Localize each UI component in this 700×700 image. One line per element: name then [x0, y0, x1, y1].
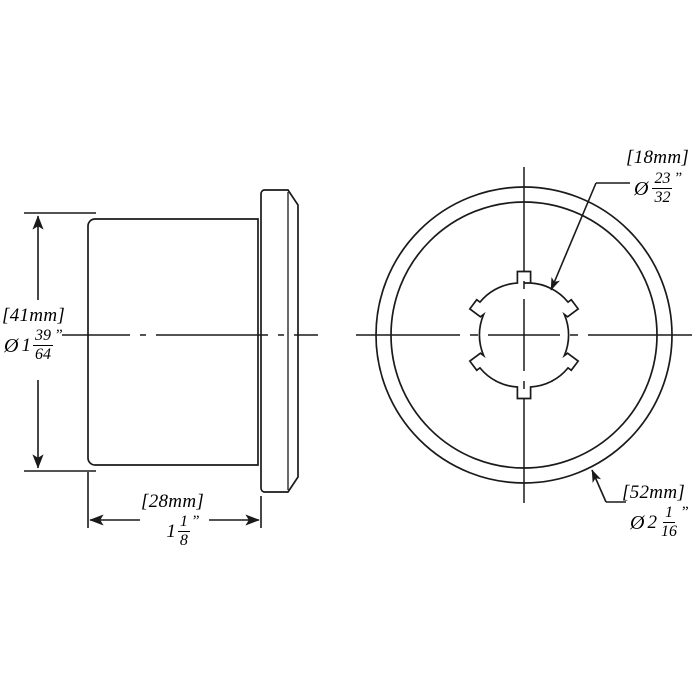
- outer-leader-line: [591, 469, 607, 503]
- width-whole-number: 1: [166, 521, 176, 542]
- width-inch-mark: ”: [192, 513, 200, 529]
- height-metric-value: [41mm]: [2, 305, 66, 326]
- outer-metric-value: [52mm]: [622, 482, 686, 503]
- outer-imperial-value: Ø 2 1 16 ”: [630, 504, 689, 540]
- outer-denominator: 16: [660, 523, 677, 540]
- height-fraction: 39 64: [32, 327, 53, 363]
- bore-denominator: 32: [654, 189, 671, 206]
- bore-leader-line: [550, 182, 597, 291]
- bore-imperial-value: Ø 23 32 ”: [634, 171, 689, 206]
- outer-dia-leader: [591, 469, 626, 503]
- body-outline: [87, 218, 259, 466]
- front-view-centerlines: [356, 167, 692, 503]
- outer-numerator: 1: [662, 504, 675, 523]
- height-dimension: [24, 212, 96, 472]
- width-imperial-value: 1 1 8 ”: [161, 514, 204, 549]
- bore-dimension-label: [18mm] Ø 23 32 ”: [626, 148, 689, 206]
- width-metric-value: [28mm]: [141, 491, 205, 512]
- height-imperial-value: Ø 1 39 64 ”: [4, 328, 65, 363]
- width-numerator: 1: [177, 513, 190, 532]
- diameter-symbol-icon: Ø: [4, 334, 19, 357]
- outer-inch-mark: ”: [681, 504, 689, 520]
- side-view-group: [87, 189, 299, 493]
- width-fraction: 1 8: [177, 513, 190, 549]
- width-dimension-label: [28mm] 1 1 8 ”: [141, 492, 204, 549]
- bore-metric-value: [18mm]: [626, 147, 690, 168]
- bore-inch-mark: ”: [675, 170, 682, 186]
- splined-bore-profile: [468, 270, 580, 400]
- height-dimension-label: [41mm] Ø 1 39 64 ”: [2, 306, 65, 363]
- outer-whole-number: 2: [647, 512, 657, 533]
- bore-numerator: 23: [652, 170, 673, 189]
- height-inch-mark: ”: [55, 327, 63, 343]
- outer-fraction: 1 16: [659, 505, 679, 540]
- outer-diameter-label: [52mm] Ø 2 1 16 ”: [622, 482, 689, 540]
- width-dimension: [87, 472, 262, 528]
- bore-leader: [550, 182, 630, 291]
- width-denominator: 8: [179, 532, 188, 549]
- diameter-symbol-icon: Ø: [634, 177, 649, 200]
- height-numerator: 39: [32, 327, 53, 346]
- height-whole-number: 1: [21, 335, 31, 356]
- diameter-symbol-icon: Ø: [630, 511, 645, 534]
- height-denominator: 64: [34, 346, 51, 363]
- flange-outline: [260, 189, 299, 493]
- bore-fraction: 23 32: [652, 170, 673, 206]
